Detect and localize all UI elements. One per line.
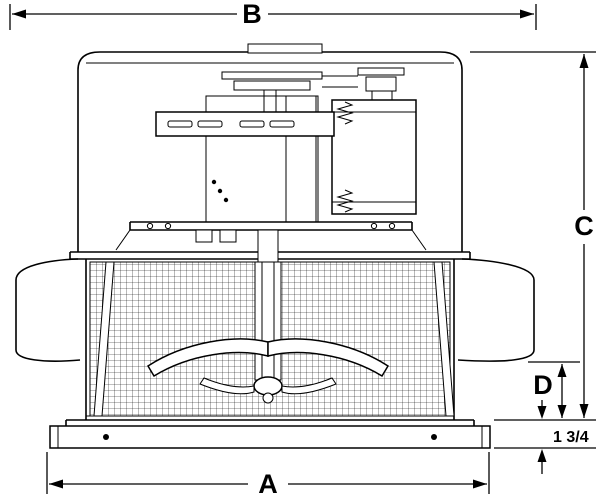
motor-bracket [155,111,335,137]
dim-base-height-label: 1 3/4 [553,429,589,446]
drive-belt [322,75,358,88]
fan-blade-lower-left [199,377,255,395]
windband-left-flare [15,258,81,362]
dim-base-height: 1 3/4 [494,400,596,474]
dim-c: C [470,51,596,421]
dim-b-label: B [242,0,262,29]
dim-a: A [46,452,490,498]
hood-top-cover [247,43,323,54]
support-leg-left [93,261,115,417]
drive-assembly [115,67,427,251]
fan-shaft-upper [257,229,279,265]
dim-b: B [9,0,537,30]
dim-a-label: A [258,469,278,498]
fan-propeller [146,229,390,404]
windband-right-flare [457,258,535,362]
fan-blade-lower-right [281,377,337,395]
fan-blade-right [267,338,390,378]
base-curb-cap [49,419,491,449]
fan-hub [253,376,283,396]
motor [331,99,417,215]
base-bolt-left [103,434,109,440]
rivet-dots [211,179,229,203]
fan-shaft-column [254,261,282,381]
dim-d-label: D [533,370,553,400]
mounting-plate [115,221,427,251]
support-leg-right [433,261,455,417]
base-bolt-right [431,434,437,440]
windband [15,258,535,420]
isolator-springs [336,101,354,213]
dim-c-label: C [574,211,594,241]
motor-pulley [357,67,405,100]
dim-d: D [528,361,580,418]
